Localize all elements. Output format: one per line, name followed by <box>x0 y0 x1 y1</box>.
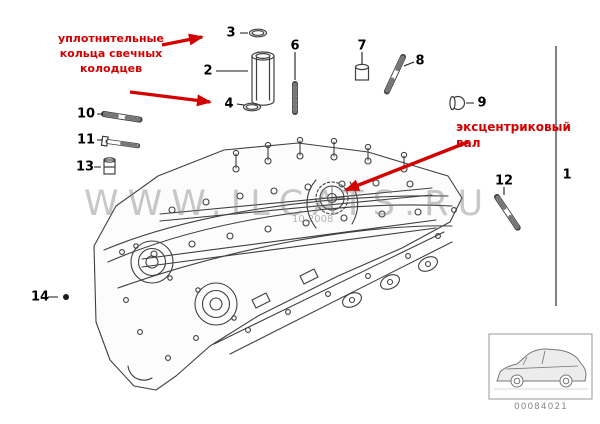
part-stud-12 <box>494 194 521 231</box>
annotation-seal-rings: уплотнительные кольца свечных колодцев <box>50 31 172 76</box>
watermark-subtext: 10.2008 <box>292 214 334 225</box>
part-oring-4 <box>242 102 262 112</box>
part-plug-9 <box>449 95 466 111</box>
callout-3: 3 <box>226 25 236 41</box>
bolt-heads <box>119 207 457 361</box>
callout-9: 9 <box>477 95 487 111</box>
callout-8: 8 <box>415 53 425 69</box>
callout-11: 11 <box>76 132 96 148</box>
part-stud-8 <box>383 54 406 95</box>
car-thumbnail <box>488 333 593 400</box>
annotation-line: уплотнительные <box>58 32 164 45</box>
part-spacer-13 <box>103 157 116 175</box>
arrow-to-upper-oring <box>161 33 204 47</box>
leader-lines <box>48 32 557 306</box>
watermark-text: WWW.ILCATS.RU <box>84 184 493 224</box>
arrow-to-lower-oring <box>129 90 212 107</box>
callout-1: 1 <box>562 167 572 183</box>
part-oring-3 <box>248 28 268 38</box>
part-bolt-11 <box>100 135 141 149</box>
annotation-eccentric-shaft: эксцентриковый вал <box>456 119 571 151</box>
callout-12: 12 <box>494 173 514 189</box>
callout-7: 7 <box>357 38 367 54</box>
cylinder-head-outline <box>93 142 463 391</box>
annotation-line: колодцев <box>79 62 143 75</box>
part-ball-14 <box>63 294 69 300</box>
callout-10: 10 <box>76 106 96 122</box>
annotation-line: вал <box>456 136 481 150</box>
callout-4: 4 <box>224 96 234 112</box>
diagram-code: 00084021 <box>514 402 568 412</box>
annotation-line: эксцентриковый <box>456 120 571 134</box>
callout-2: 2 <box>203 63 213 79</box>
callout-14: 14 <box>30 289 50 305</box>
callout-6: 6 <box>290 38 300 54</box>
part-sleeve-2 <box>251 51 275 106</box>
eccentric-shaft-sprocket <box>306 179 359 229</box>
part-stud-10 <box>101 111 143 123</box>
callout-13: 13 <box>75 159 95 175</box>
annotation-line: кольца свечных <box>59 47 163 60</box>
head-ribs-and-ports <box>127 231 453 381</box>
arrow-to-eccentric-shaft <box>344 140 469 192</box>
part-dowel-7 <box>354 63 370 81</box>
camshaft-bores <box>130 240 238 326</box>
